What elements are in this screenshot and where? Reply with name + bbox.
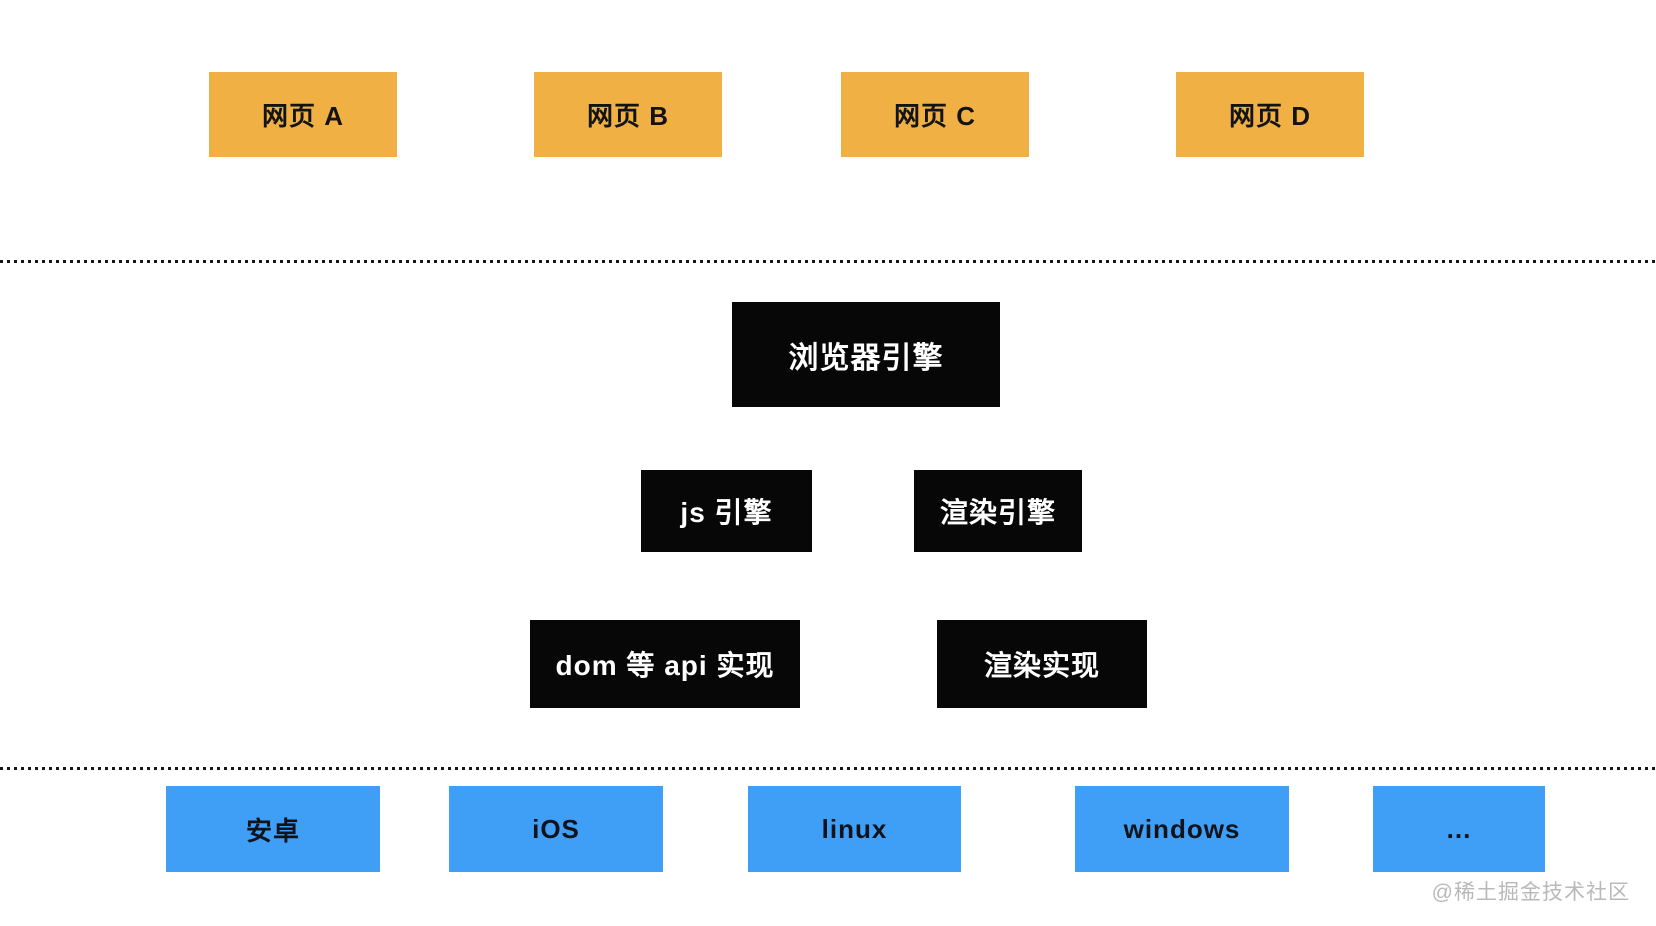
web-page-b-label: 网页 B — [586, 101, 669, 131]
render-impl-box: 渲染实现 — [937, 620, 1147, 708]
os-windows-box: windows — [1075, 786, 1289, 872]
os-ios-label: iOS — [532, 813, 580, 844]
web-page-c-label: 网页 C — [893, 101, 976, 131]
browser-engine-box: 浏览器引擎 — [732, 302, 1000, 407]
web-page-b-box: 网页 B — [534, 72, 722, 157]
render-engine-box: 渲染引擎 — [914, 470, 1082, 552]
render-impl-label: 渲染实现 — [983, 650, 1100, 681]
web-page-d-label: 网页 D — [1228, 101, 1311, 131]
dotted-divider-top — [0, 260, 1656, 263]
watermark: @稀土掘金技术社区 — [1431, 881, 1630, 904]
dom-api-impl-box: dom 等 api 实现 — [530, 620, 800, 708]
web-page-c-box: 网页 C — [841, 72, 1029, 157]
os-android-box: 安卓 — [166, 786, 380, 872]
dom-api-impl-label: dom 等 api 实现 — [555, 650, 775, 681]
js-engine-label: js 引擎 — [680, 497, 773, 528]
os-linux-label: linux — [821, 813, 888, 844]
render-engine-label: 渲染引擎 — [939, 497, 1056, 528]
dotted-divider-bottom — [0, 767, 1656, 770]
os-ellipsis-label: ... — [1446, 813, 1472, 844]
os-ios-box: iOS — [449, 786, 663, 872]
os-windows-label: windows — [1123, 813, 1241, 844]
web-page-d-box: 网页 D — [1176, 72, 1364, 157]
web-page-a-box: 网页 A — [209, 72, 397, 157]
browser-engine-label: 浏览器引擎 — [788, 341, 944, 375]
js-engine-box: js 引擎 — [641, 470, 812, 552]
os-linux-box: linux — [748, 786, 961, 872]
web-page-a-label: 网页 A — [261, 101, 344, 131]
os-ellipsis-box: ... — [1373, 786, 1545, 872]
os-android-label: 安卓 — [245, 815, 300, 846]
